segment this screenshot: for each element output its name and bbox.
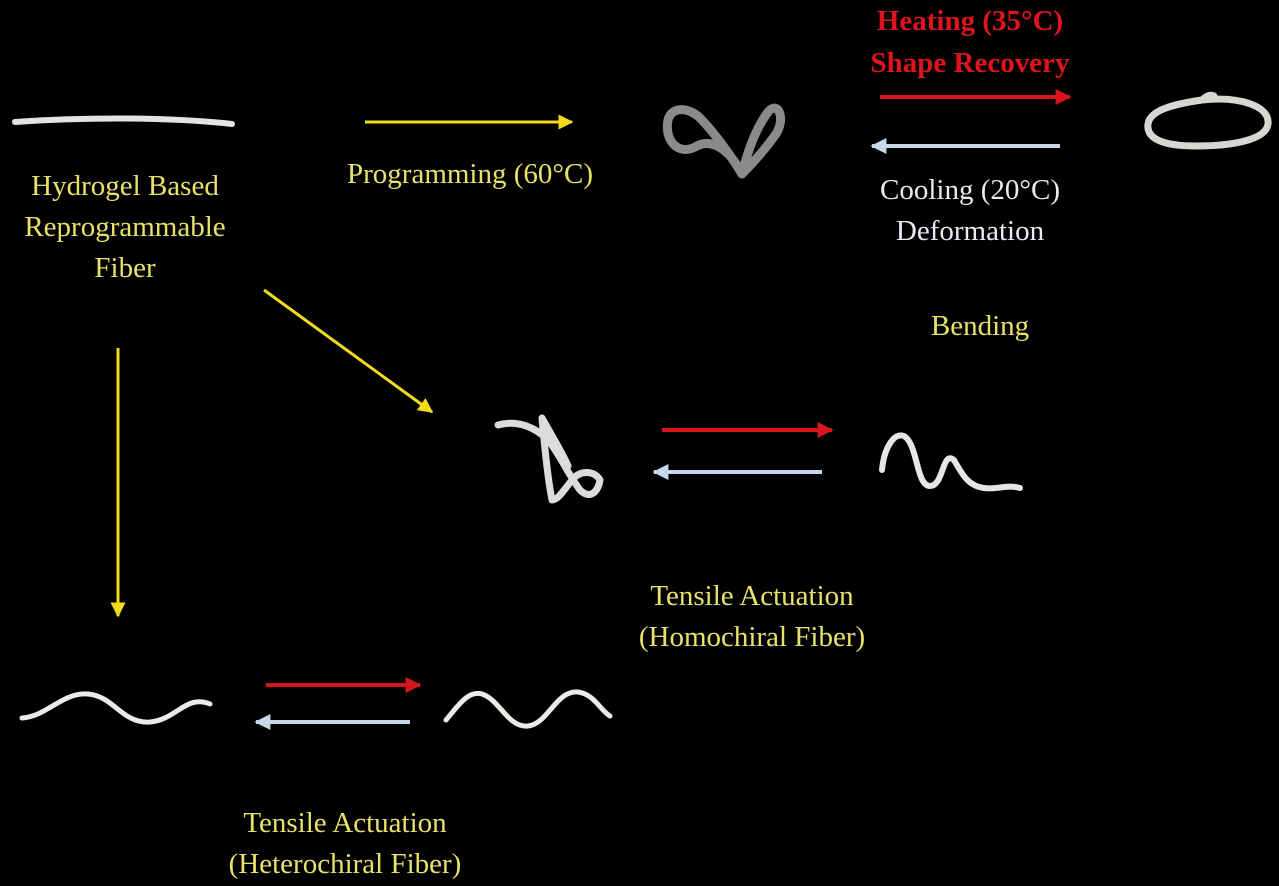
heating-label: Heating (35°C) Shape Recovery: [830, 0, 1110, 84]
homochiral-label-line-1: Tensile Actuation: [650, 580, 854, 612]
fiber-label-line-2: Reprogrammable: [24, 211, 226, 243]
fiber-label: Hydrogel Based Reprogrammable Fiber: [0, 166, 250, 289]
homochiral-twisted-fiber: [494, 414, 604, 504]
recovered-fiber-loop: [1144, 91, 1272, 150]
cooling-label-line-1: Cooling (20°C): [880, 174, 1060, 206]
bending-label: Bending: [930, 310, 1030, 342]
fiber-label-line-1: Hydrogel Based: [31, 170, 219, 202]
cooling-label: Cooling (20°C) Deformation: [832, 170, 1108, 252]
bending-fiber: [879, 432, 1023, 492]
heterochiral-label-line-2: (Heterochiral Fiber): [228, 848, 462, 880]
heating-label-line-1: Heating (35°C): [876, 5, 1064, 37]
heterochiral-wave-fiber-left: [19, 691, 213, 725]
heating-label-line-2: Shape Recovery: [870, 47, 1070, 79]
heterochiral-label: Tensile Actuation (Heterochiral Fiber): [185, 803, 505, 885]
homochiral-label: Tensile Actuation (Homochiral Fiber): [592, 576, 912, 658]
programming-label: Programming (60°C): [347, 158, 593, 190]
heterochiral-label-line-1: Tensile Actuation: [243, 807, 447, 839]
straight-fiber: [12, 115, 235, 127]
cooling-label-line-2: Deformation: [895, 215, 1045, 247]
homochiral-label-line-2: (Homochiral Fiber): [638, 621, 866, 653]
heterochiral-wave-fiber-right: [443, 689, 613, 729]
homochiral-path-arrow: [263, 288, 434, 414]
programmed-fiber-knot: [662, 103, 785, 179]
fiber-label-line-3: Fiber: [94, 252, 156, 284]
